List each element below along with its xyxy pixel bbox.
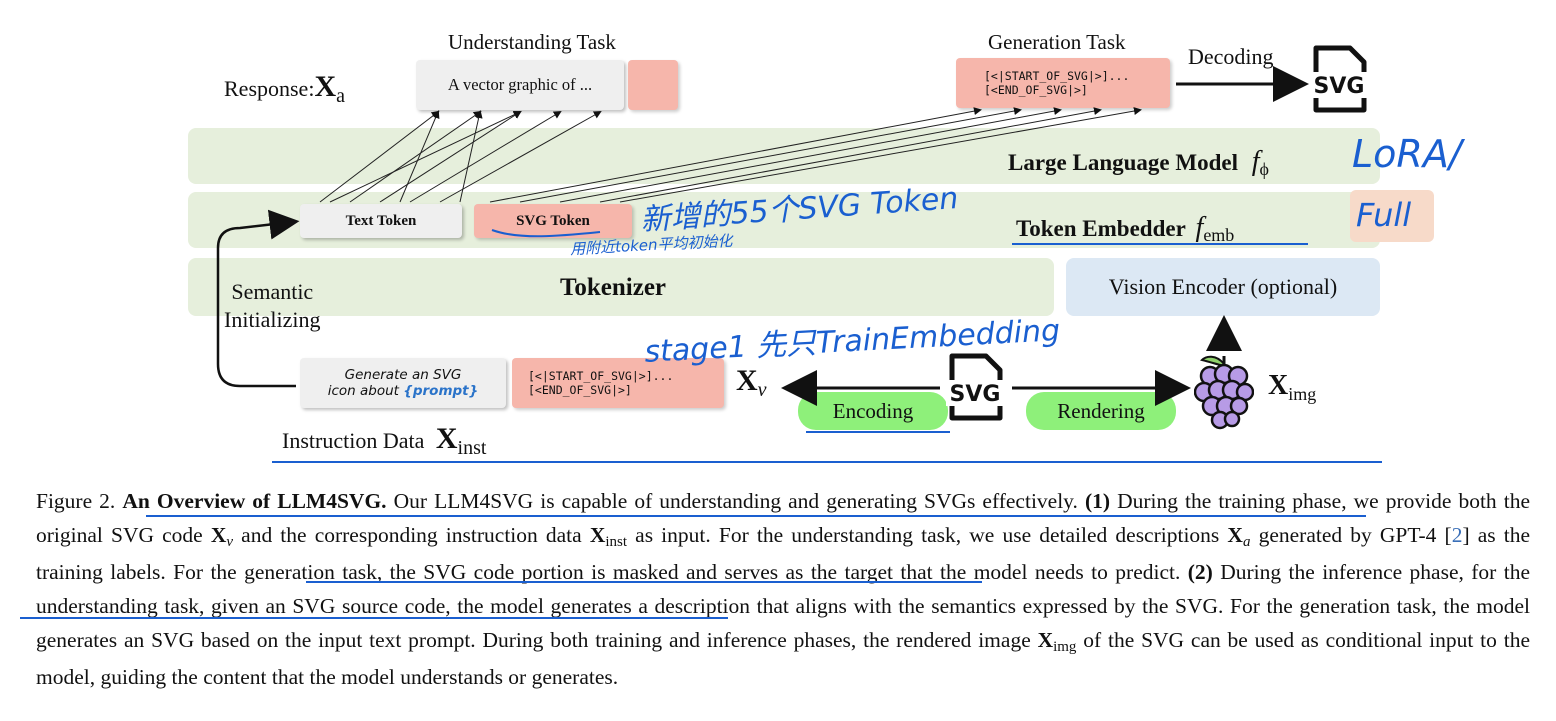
instruction-text-token: Generate an SVG icon about {prompt} [300, 358, 506, 408]
response-end-token [628, 60, 678, 110]
grapes-icon [1194, 355, 1254, 430]
figure-caption: Figure 2. An Overview of LLM4SVG. Our LL… [36, 489, 1531, 689]
lora-highlight [1350, 190, 1434, 242]
llm-label: Large Language Model fϕ [1008, 146, 1270, 179]
generation-token: [<|START_OF_SVG|>]... [<END_OF_SVG|>] [956, 58, 1170, 108]
embedder-label: Token Embedder femb [1016, 212, 1235, 245]
reference-link[interactable]: 2 [1451, 523, 1463, 547]
vision-encoder-label: Vision Encoder (optional) [1108, 274, 1338, 299]
svg-file-icon: SVG [1310, 45, 1368, 113]
instruction-data-label: Instruction Data Xinst [282, 422, 487, 459]
tokenizer-band [188, 258, 1054, 316]
tokenizer-label: Tokenizer [560, 274, 667, 301]
svg-file-icon: SVG [946, 353, 1004, 421]
encoding-pill: Encoding [798, 392, 948, 430]
semantic-initializing-label: Semantic Initializing [224, 279, 321, 332]
annotation-lora: LoRA/ [1352, 132, 1462, 176]
caption-underlines [20, 515, 1366, 619]
diagram-connectors [216, 66, 1382, 463]
figure-title: An Overview of LLM4SVG. [122, 489, 387, 513]
svg-text:SVG: SVG [1314, 74, 1365, 99]
svg-text:SVG: SVG [950, 382, 1001, 407]
decoding-label: Decoding [1188, 44, 1274, 69]
instruction-svg-token: [<|START_OF_SVG|>]... [<END_OF_SVG|>] [512, 358, 724, 408]
vision-encoder-box: Vision Encoder (optional) [1066, 258, 1380, 316]
figure-label: Figure 2. [36, 489, 116, 513]
response-token: A vector graphic of ... [416, 60, 624, 110]
text-token: Text Token [300, 204, 462, 238]
annotation-full: Full [1356, 196, 1412, 234]
ximg-symbol: Ximg [1268, 370, 1317, 404]
response-label: Response:Xa [224, 70, 346, 107]
understanding-task-label: Understanding Task [448, 30, 616, 54]
generation-task-label: Generation Task [988, 30, 1126, 54]
rendering-pill: Rendering [1026, 392, 1176, 430]
xv-symbol: Xv [736, 364, 767, 401]
